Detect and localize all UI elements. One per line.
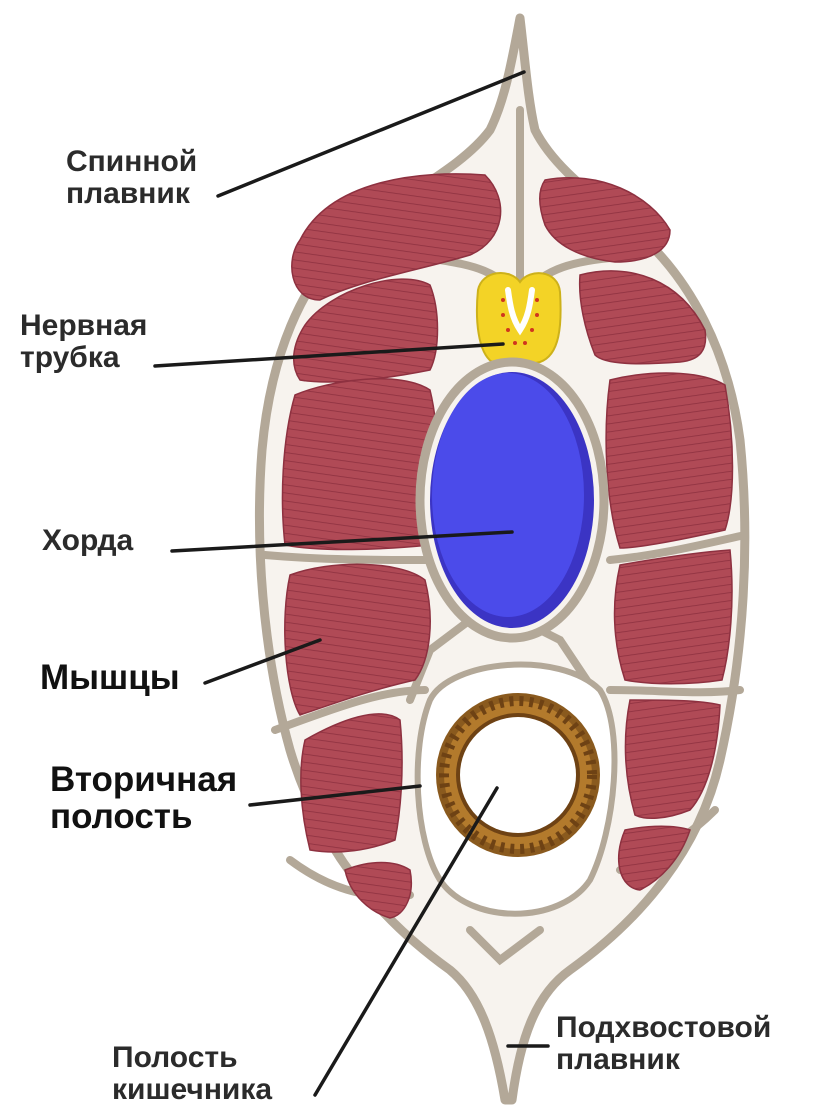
gut	[436, 693, 600, 857]
label-subcaudal-fin-line2: плавник	[556, 1044, 771, 1076]
muscle-left-6	[345, 863, 411, 919]
label-muscles-line1: Мышцы	[40, 660, 180, 697]
label-dorsal-fin-line1: Спинной	[66, 146, 197, 178]
muscle-left-5	[301, 714, 402, 852]
label-dorsal-fin-line2: плавник	[66, 178, 197, 210]
label-neural-tube-line2: трубка	[20, 342, 147, 374]
neural-tube	[477, 273, 561, 365]
label-gut-cavity-line1: Полость	[112, 1042, 272, 1074]
label-gut-cavity-line2: кишечника	[112, 1074, 272, 1106]
label-secondary-cavity-line2: полость	[50, 799, 237, 836]
label-dorsal-fin: Спинной плавник	[66, 146, 197, 209]
label-secondary-cavity-line1: Вторичная	[50, 762, 237, 799]
label-muscles: Мышцы	[40, 660, 180, 697]
label-subcaudal-fin-line1: Подхвостовой	[556, 1012, 771, 1044]
notochord	[420, 362, 604, 638]
muscle-left-3	[282, 379, 437, 550]
label-neural-tube-line1: Нервная	[20, 310, 147, 342]
label-subcaudal-fin: Подхвостовой плавник	[556, 1012, 771, 1075]
label-notochord-line1: Хорда	[42, 525, 133, 557]
muscle-right-4	[615, 550, 732, 684]
muscle-right-3	[606, 373, 732, 548]
label-neural-tube: Нервная трубка	[20, 310, 147, 373]
label-gut-cavity: Полость кишечника	[112, 1042, 272, 1105]
label-secondary-cavity: Вторичная полость	[50, 762, 237, 836]
label-notochord: Хорда	[42, 525, 133, 557]
